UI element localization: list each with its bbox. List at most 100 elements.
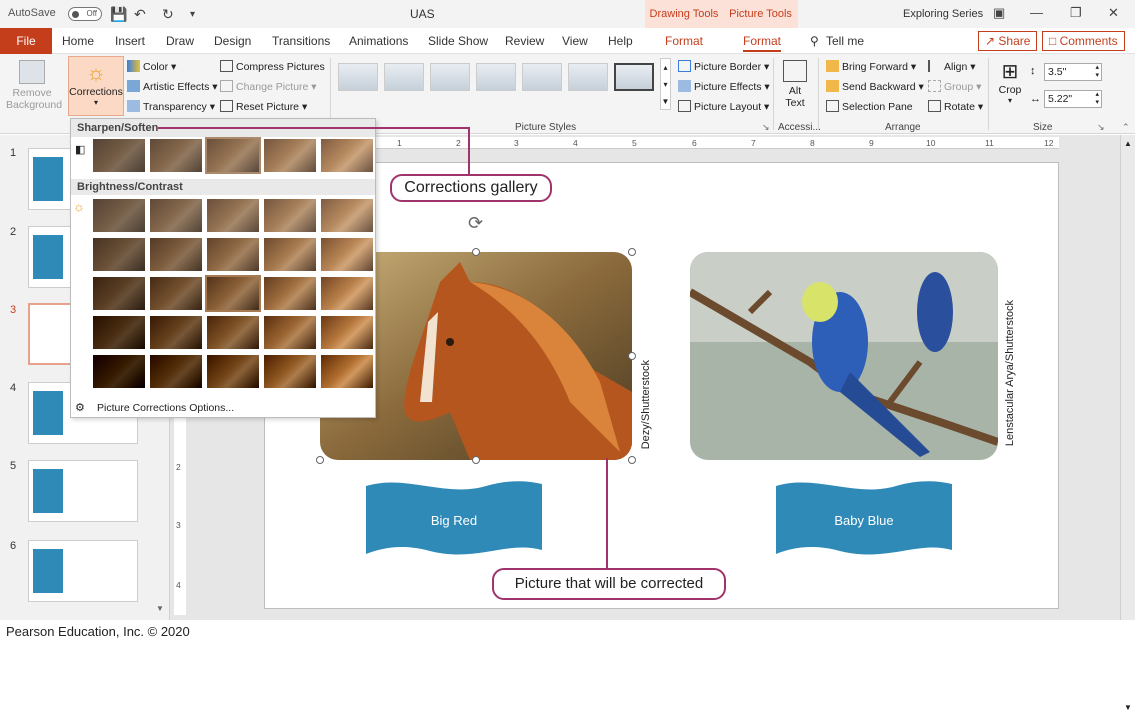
correction-preset-thumb[interactable] — [264, 277, 316, 310]
comments-button[interactable]: □ Comments — [1042, 31, 1125, 51]
reset-picture-button[interactable]: Reset Picture ▾ — [220, 100, 307, 113]
scroll-up-icon[interactable]: ▲ — [1124, 139, 1132, 148]
styles-scroll[interactable]: ▴▾▼ — [660, 58, 671, 110]
tab-file[interactable]: File — [0, 28, 52, 54]
correction-preset-thumb[interactable] — [93, 139, 145, 172]
banner-shape-left[interactable] — [366, 478, 542, 558]
scroll-down-icon[interactable]: ▼ — [156, 604, 164, 613]
tab-home[interactable]: Home — [62, 34, 95, 48]
picture-style-3[interactable] — [430, 63, 470, 91]
artistic-effects-button[interactable]: Artistic Effects ▾ — [127, 80, 218, 93]
correction-preset-thumb[interactable] — [93, 238, 145, 271]
corrections-button[interactable]: ☼ Corrections ▾ — [68, 56, 124, 116]
resize-handle[interactable] — [628, 248, 636, 256]
bird-picture[interactable] — [690, 252, 998, 460]
correction-preset-thumb[interactable] — [321, 139, 373, 172]
correction-preset-thumb[interactable] — [150, 199, 202, 232]
tab-design[interactable]: Design — [214, 34, 252, 48]
correction-preset-thumb[interactable] — [205, 275, 261, 312]
tab-animations[interactable]: Animations — [349, 34, 409, 48]
correction-preset-thumb[interactable] — [205, 137, 261, 174]
autosave-toggle[interactable]: Off — [68, 7, 102, 21]
slide-thumbnail-5[interactable] — [28, 460, 138, 522]
slide-thumbnail-6[interactable] — [28, 540, 138, 602]
correction-preset-thumb[interactable] — [321, 238, 373, 271]
alt-text-button[interactable]: Alt Text — [780, 60, 810, 109]
selection-pane-button[interactable]: Selection Pane — [826, 100, 913, 113]
send-backward-button[interactable]: Send Backward ▾ — [826, 80, 924, 93]
correction-preset-thumb[interactable] — [321, 277, 373, 310]
ribbon-display-icon[interactable]: ▣ — [993, 5, 1006, 20]
tab-slide-show[interactable]: Slide Show — [428, 34, 489, 48]
correction-preset-thumb[interactable] — [264, 238, 316, 271]
correction-preset-thumb[interactable] — [150, 355, 202, 388]
transparency-button[interactable]: Transparency ▾ — [127, 100, 215, 113]
account-name[interactable]: Exploring Series — [903, 8, 984, 20]
picture-border-button[interactable]: Picture Border ▾ — [678, 60, 769, 73]
rotate-handle-icon[interactable]: ⟳ — [468, 213, 484, 233]
height-field[interactable]: 3.5"▴▾ — [1044, 63, 1102, 81]
tab-help[interactable]: Help — [608, 34, 633, 48]
bring-forward-button[interactable]: Bring Forward ▾ — [826, 60, 916, 73]
picture-style-2[interactable] — [384, 63, 424, 91]
correction-preset-thumb[interactable] — [264, 199, 316, 232]
correction-preset-thumb[interactable] — [264, 316, 316, 349]
correction-preset-thumb[interactable] — [150, 238, 202, 271]
correction-preset-thumb[interactable] — [321, 355, 373, 388]
tab-format-drawing[interactable]: Format — [665, 34, 704, 48]
tell-me-search[interactable]: Tell me — [826, 34, 865, 48]
correction-preset-thumb[interactable] — [93, 277, 145, 310]
scroll-down-icon[interactable]: ▼ — [1124, 703, 1132, 712]
change-picture-button[interactable]: Change Picture ▾ — [220, 80, 317, 93]
resize-handle[interactable] — [472, 456, 480, 464]
correction-preset-thumb[interactable] — [207, 355, 259, 388]
vertical-scrollbar[interactable]: ▲ ▼ — [1120, 135, 1135, 712]
picture-style-5[interactable] — [522, 63, 562, 91]
share-button[interactable]: ↗ Share — [978, 31, 1038, 51]
dialog-launcher-icon[interactable]: ↘ — [762, 122, 770, 132]
redo-icon[interactable]: ↻ — [162, 6, 174, 22]
correction-preset-thumb[interactable] — [150, 316, 202, 349]
correction-preset-thumb[interactable] — [321, 199, 373, 232]
close-icon[interactable]: ✕ — [1108, 5, 1119, 20]
save-icon[interactable]: 💾 — [110, 6, 128, 22]
picture-style-1[interactable] — [338, 63, 378, 91]
picture-style-6[interactable] — [568, 63, 608, 91]
crop-button[interactable]: ⊞ Crop ▾ — [996, 60, 1024, 105]
tab-view[interactable]: View — [562, 34, 588, 48]
width-stepper-icon[interactable]: ▴▾ — [1095, 91, 1099, 106]
group-button[interactable]: Group ▾ — [928, 80, 981, 93]
banner-shape-right[interactable] — [776, 478, 952, 558]
correction-preset-thumb[interactable] — [321, 316, 373, 349]
correction-preset-thumb[interactable] — [93, 355, 145, 388]
resize-handle[interactable] — [472, 248, 480, 256]
correction-preset-thumb[interactable] — [264, 139, 316, 172]
correction-preset-thumb[interactable] — [207, 199, 259, 232]
correction-preset-thumb[interactable] — [150, 139, 202, 172]
undo-icon[interactable]: ↶ — [134, 6, 146, 22]
tab-review[interactable]: Review — [505, 34, 545, 48]
remove-background-button[interactable]: Remove Background — [6, 60, 62, 111]
picture-effects-button[interactable]: Picture Effects ▾ — [678, 80, 770, 93]
resize-handle[interactable] — [628, 456, 636, 464]
correction-preset-thumb[interactable] — [93, 316, 145, 349]
correction-preset-thumb[interactable] — [150, 277, 202, 310]
correction-preset-thumb[interactable] — [93, 199, 145, 232]
compress-pictures-button[interactable]: Compress Pictures — [220, 60, 325, 73]
correction-preset-thumb[interactable] — [207, 316, 259, 349]
width-field[interactable]: 5.22"▴▾ — [1044, 90, 1102, 108]
tab-insert[interactable]: Insert — [115, 34, 146, 48]
align-button[interactable]: Align ▾ — [928, 60, 976, 73]
restore-icon[interactable]: ❐ — [1070, 5, 1082, 20]
customize-qat-icon[interactable]: ▾ — [190, 9, 196, 20]
picture-corrections-options-link[interactable]: Picture Corrections Options... — [97, 402, 235, 414]
size-dialog-launcher-icon[interactable]: ↘ — [1097, 122, 1105, 132]
resize-handle[interactable] — [628, 352, 636, 360]
tab-transitions[interactable]: Transitions — [272, 34, 331, 48]
minimize-icon[interactable]: — — [1030, 5, 1043, 20]
correction-preset-thumb[interactable] — [207, 238, 259, 271]
correction-preset-thumb[interactable] — [264, 355, 316, 388]
picture-layout-button[interactable]: Picture Layout ▾ — [678, 100, 769, 113]
height-stepper-icon[interactable]: ▴▾ — [1095, 64, 1099, 79]
picture-style-7[interactable] — [614, 63, 654, 91]
